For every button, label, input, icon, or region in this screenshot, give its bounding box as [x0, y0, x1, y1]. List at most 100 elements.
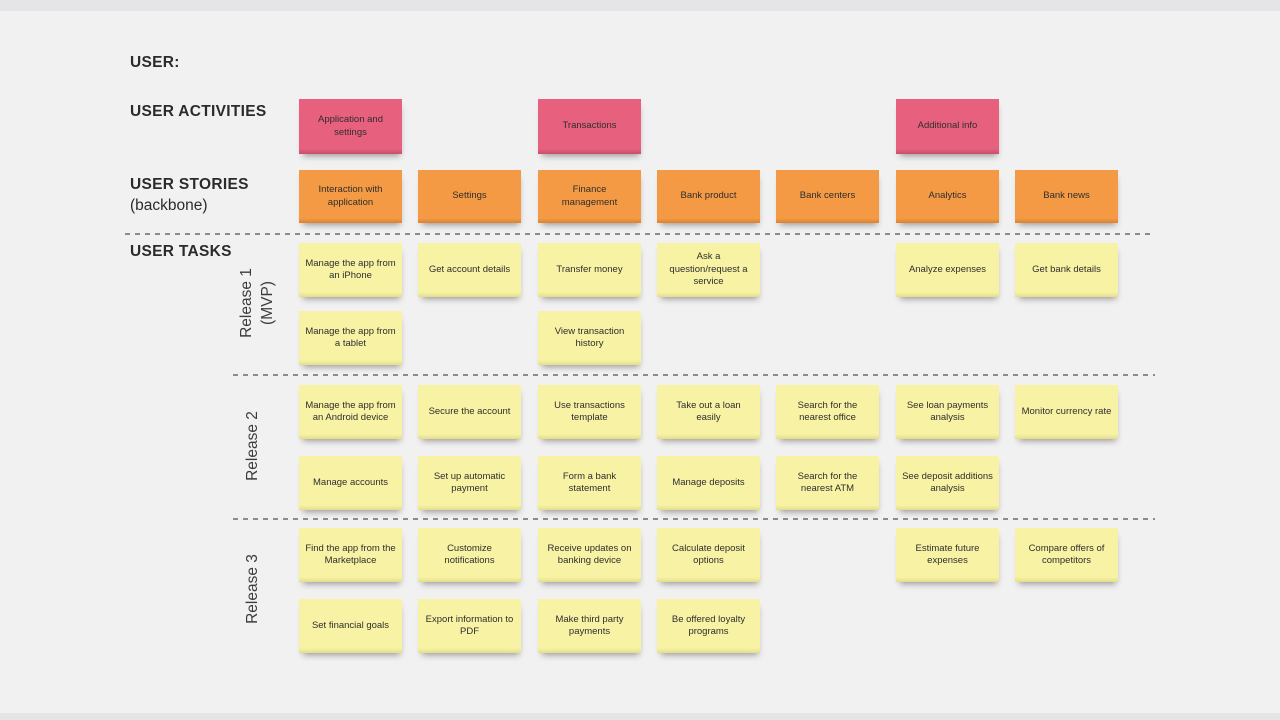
task-note-text: Search for the nearest ATM: [797, 470, 858, 494]
task-note-text: Be offered loyalty programs: [671, 613, 746, 637]
task-note[interactable]: Transfer money: [538, 243, 641, 297]
user-tasks-row-label-text: USER TASKS: [130, 243, 232, 260]
task-note-text: Secure the account: [428, 405, 511, 417]
story-note-text: Bank centers: [799, 190, 856, 202]
task-note[interactable]: Secure the account: [418, 385, 521, 439]
story-note[interactable]: Bank centers: [776, 170, 879, 223]
story-note-text: Settings: [452, 190, 487, 202]
task-note-text: Calculate deposit options: [672, 542, 745, 566]
story-note[interactable]: Interaction with application: [299, 170, 402, 223]
user-stories-backbone-text: (backbone): [130, 197, 208, 214]
task-note-text: See loan payments analysis: [906, 399, 989, 423]
user-row-label: USER:: [130, 54, 180, 72]
task-note[interactable]: Search for the nearest ATM: [776, 456, 879, 510]
task-note-text: Manage the app from a tablet: [305, 325, 396, 349]
task-note[interactable]: Find the app from the Marketplace: [299, 528, 402, 582]
task-note-text: Manage accounts: [313, 476, 388, 488]
task-note[interactable]: Set up automatic payment: [418, 456, 521, 510]
story-note[interactable]: Analytics: [896, 170, 999, 223]
task-note[interactable]: Receive updates on banking device: [538, 528, 641, 582]
task-note-text: Manage the app from an Android device: [305, 399, 396, 423]
release-divider: [125, 233, 1155, 235]
task-note[interactable]: Monitor currency rate: [1015, 385, 1118, 439]
task-note-text: Take out a loan easily: [676, 399, 741, 423]
task-note[interactable]: Ask a question/request a service: [657, 243, 760, 297]
release-3-label-line: Release 3: [243, 554, 261, 624]
task-note[interactable]: Form a bank statement: [538, 456, 641, 510]
task-note[interactable]: Manage the app from a tablet: [299, 311, 402, 365]
release-divider: [233, 518, 1155, 520]
task-note[interactable]: Take out a loan easily: [657, 385, 760, 439]
task-note[interactable]: Use transactions template: [538, 385, 641, 439]
activity-note-text: Application and settings: [318, 114, 383, 138]
task-note[interactable]: Calculate deposit options: [657, 528, 760, 582]
task-note-text: Find the app from the Marketplace: [305, 542, 396, 566]
task-note-text: Receive updates on banking device: [547, 542, 632, 566]
story-note[interactable]: Settings: [418, 170, 521, 223]
release-1-label-line: (MVP): [259, 281, 276, 325]
user-stories-row-label: USER STORIES (backbone): [130, 174, 249, 216]
story-note[interactable]: Finance management: [538, 170, 641, 223]
story-note[interactable]: Bank product: [657, 170, 760, 223]
task-note[interactable]: Manage the app from an Android device: [299, 385, 402, 439]
task-note-text: Get bank details: [1032, 263, 1101, 275]
task-note[interactable]: Make third party payments: [538, 599, 641, 653]
user-row-label-text: USER:: [130, 54, 180, 71]
task-note-text: Form a bank statement: [562, 470, 617, 494]
release-3-label: Release 3: [229, 504, 275, 674]
task-note-text: Ask a question/request a service: [669, 251, 748, 288]
bottom-edge-band: [0, 713, 1280, 720]
story-note[interactable]: Bank news: [1015, 170, 1118, 223]
user-activities-row-label-text: USER ACTIVITIES: [130, 103, 267, 120]
story-note-text: Interaction with application: [318, 184, 383, 208]
release-divider: [233, 374, 1155, 376]
activity-note[interactable]: Additional info: [896, 99, 999, 154]
task-note[interactable]: See loan payments analysis: [896, 385, 999, 439]
task-note[interactable]: Search for the nearest office: [776, 385, 879, 439]
top-edge-band: [0, 0, 1280, 11]
task-note[interactable]: Compare offers of competitors: [1015, 528, 1118, 582]
release-2-label-line: Release 2: [243, 411, 261, 481]
task-note[interactable]: Estimate future expenses: [896, 528, 999, 582]
activity-note-text: Transactions: [562, 120, 617, 132]
task-note[interactable]: View transaction history: [538, 311, 641, 365]
task-note[interactable]: Analyze expenses: [896, 243, 999, 297]
task-note[interactable]: Set financial goals: [299, 599, 402, 653]
task-note-text: Make third party payments: [555, 613, 624, 637]
story-note-text: Bank product: [680, 190, 737, 202]
task-note[interactable]: Export information to PDF: [418, 599, 521, 653]
user-tasks-row-label: USER TASKS: [130, 243, 232, 261]
task-note-text: Manage deposits: [672, 476, 745, 488]
task-note[interactable]: Get account details: [418, 243, 521, 297]
task-note-text: See deposit additions analysis: [902, 470, 993, 494]
task-note-text: Transfer money: [556, 263, 623, 275]
activity-note[interactable]: Transactions: [538, 99, 641, 154]
task-note-text: Export information to PDF: [425, 613, 514, 637]
task-note-text: Compare offers of competitors: [1028, 542, 1105, 566]
activity-note[interactable]: Application and settings: [299, 99, 402, 154]
user-activities-row-label: USER ACTIVITIES: [130, 103, 267, 121]
task-note[interactable]: Manage accounts: [299, 456, 402, 510]
task-note-text: Analyze expenses: [908, 263, 987, 275]
task-note-text: Customize notifications: [444, 542, 495, 566]
task-note[interactable]: Get bank details: [1015, 243, 1118, 297]
release-1-label-line: Release 1: [238, 268, 255, 338]
user-stories-row-label-text: USER STORIES: [130, 176, 249, 193]
task-note-text: Manage the app from an iPhone: [305, 257, 396, 281]
task-note-text: Estimate future expenses: [915, 542, 980, 566]
task-note-text: Set financial goals: [311, 619, 390, 631]
task-note-text: Set up automatic payment: [433, 470, 506, 494]
task-note-text: Monitor currency rate: [1021, 405, 1112, 417]
story-note-text: Bank news: [1043, 190, 1090, 202]
task-note[interactable]: Manage the app from an iPhone: [299, 243, 402, 297]
task-note[interactable]: Manage deposits: [657, 456, 760, 510]
task-note[interactable]: See deposit additions analysis: [896, 456, 999, 510]
story-note-text: Finance management: [561, 184, 618, 208]
task-note-text: Search for the nearest office: [797, 399, 858, 423]
task-note-text: View transaction history: [554, 325, 625, 349]
story-note-text: Analytics: [928, 190, 967, 202]
activity-note-text: Additional info: [917, 120, 978, 132]
task-note[interactable]: Be offered loyalty programs: [657, 599, 760, 653]
task-note[interactable]: Customize notifications: [418, 528, 521, 582]
